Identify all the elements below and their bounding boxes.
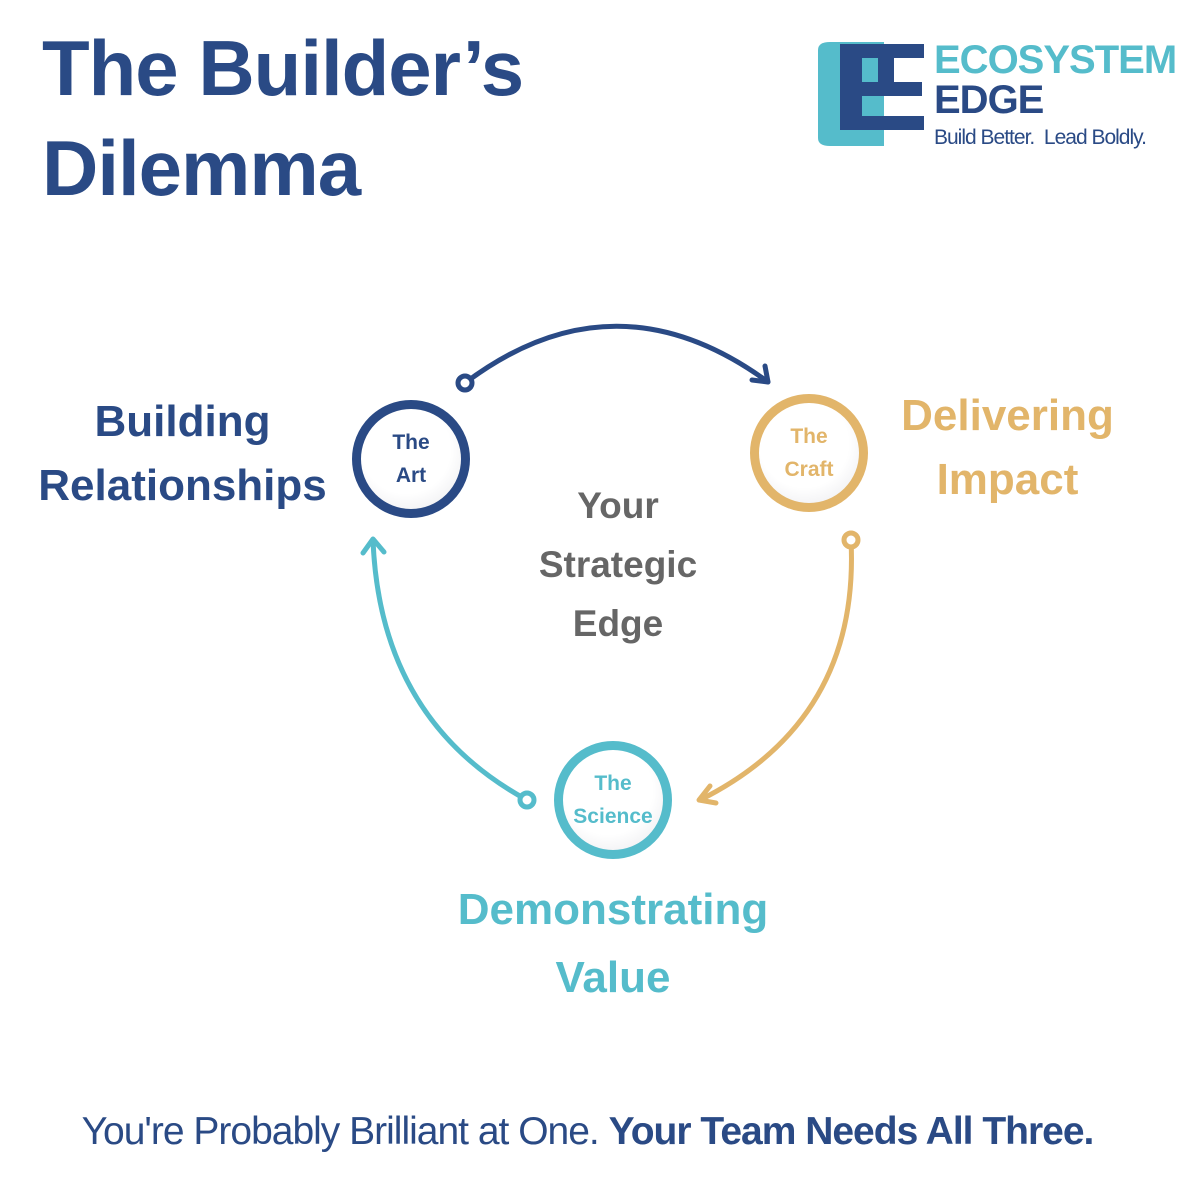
arrow-start-dot	[517, 790, 537, 810]
logo-mark-icon	[818, 42, 924, 146]
arrow-art-to-craft	[462, 323, 771, 386]
footer-tagline: You're Probably Brilliant at One. Your T…	[81, 1110, 1095, 1153]
logo-name: ECOSYSTEM	[934, 38, 1177, 82]
logo-name-2: EDGE	[934, 78, 1044, 122]
arrowhead-icon	[749, 363, 771, 385]
arrowhead-icon	[696, 783, 719, 806]
arrow-start-dot	[455, 373, 475, 393]
logo-tagline: Build Better. Lead Boldly.	[934, 126, 1147, 149]
arrow-science-to-art	[370, 537, 530, 803]
arrow-craft-to-science	[697, 537, 854, 803]
arrow-start-dot	[841, 530, 861, 550]
arrowhead-icon	[360, 536, 387, 556]
logo: ECOSYSTEM EDGE Build Better. Lead Boldly…	[818, 38, 1177, 152]
